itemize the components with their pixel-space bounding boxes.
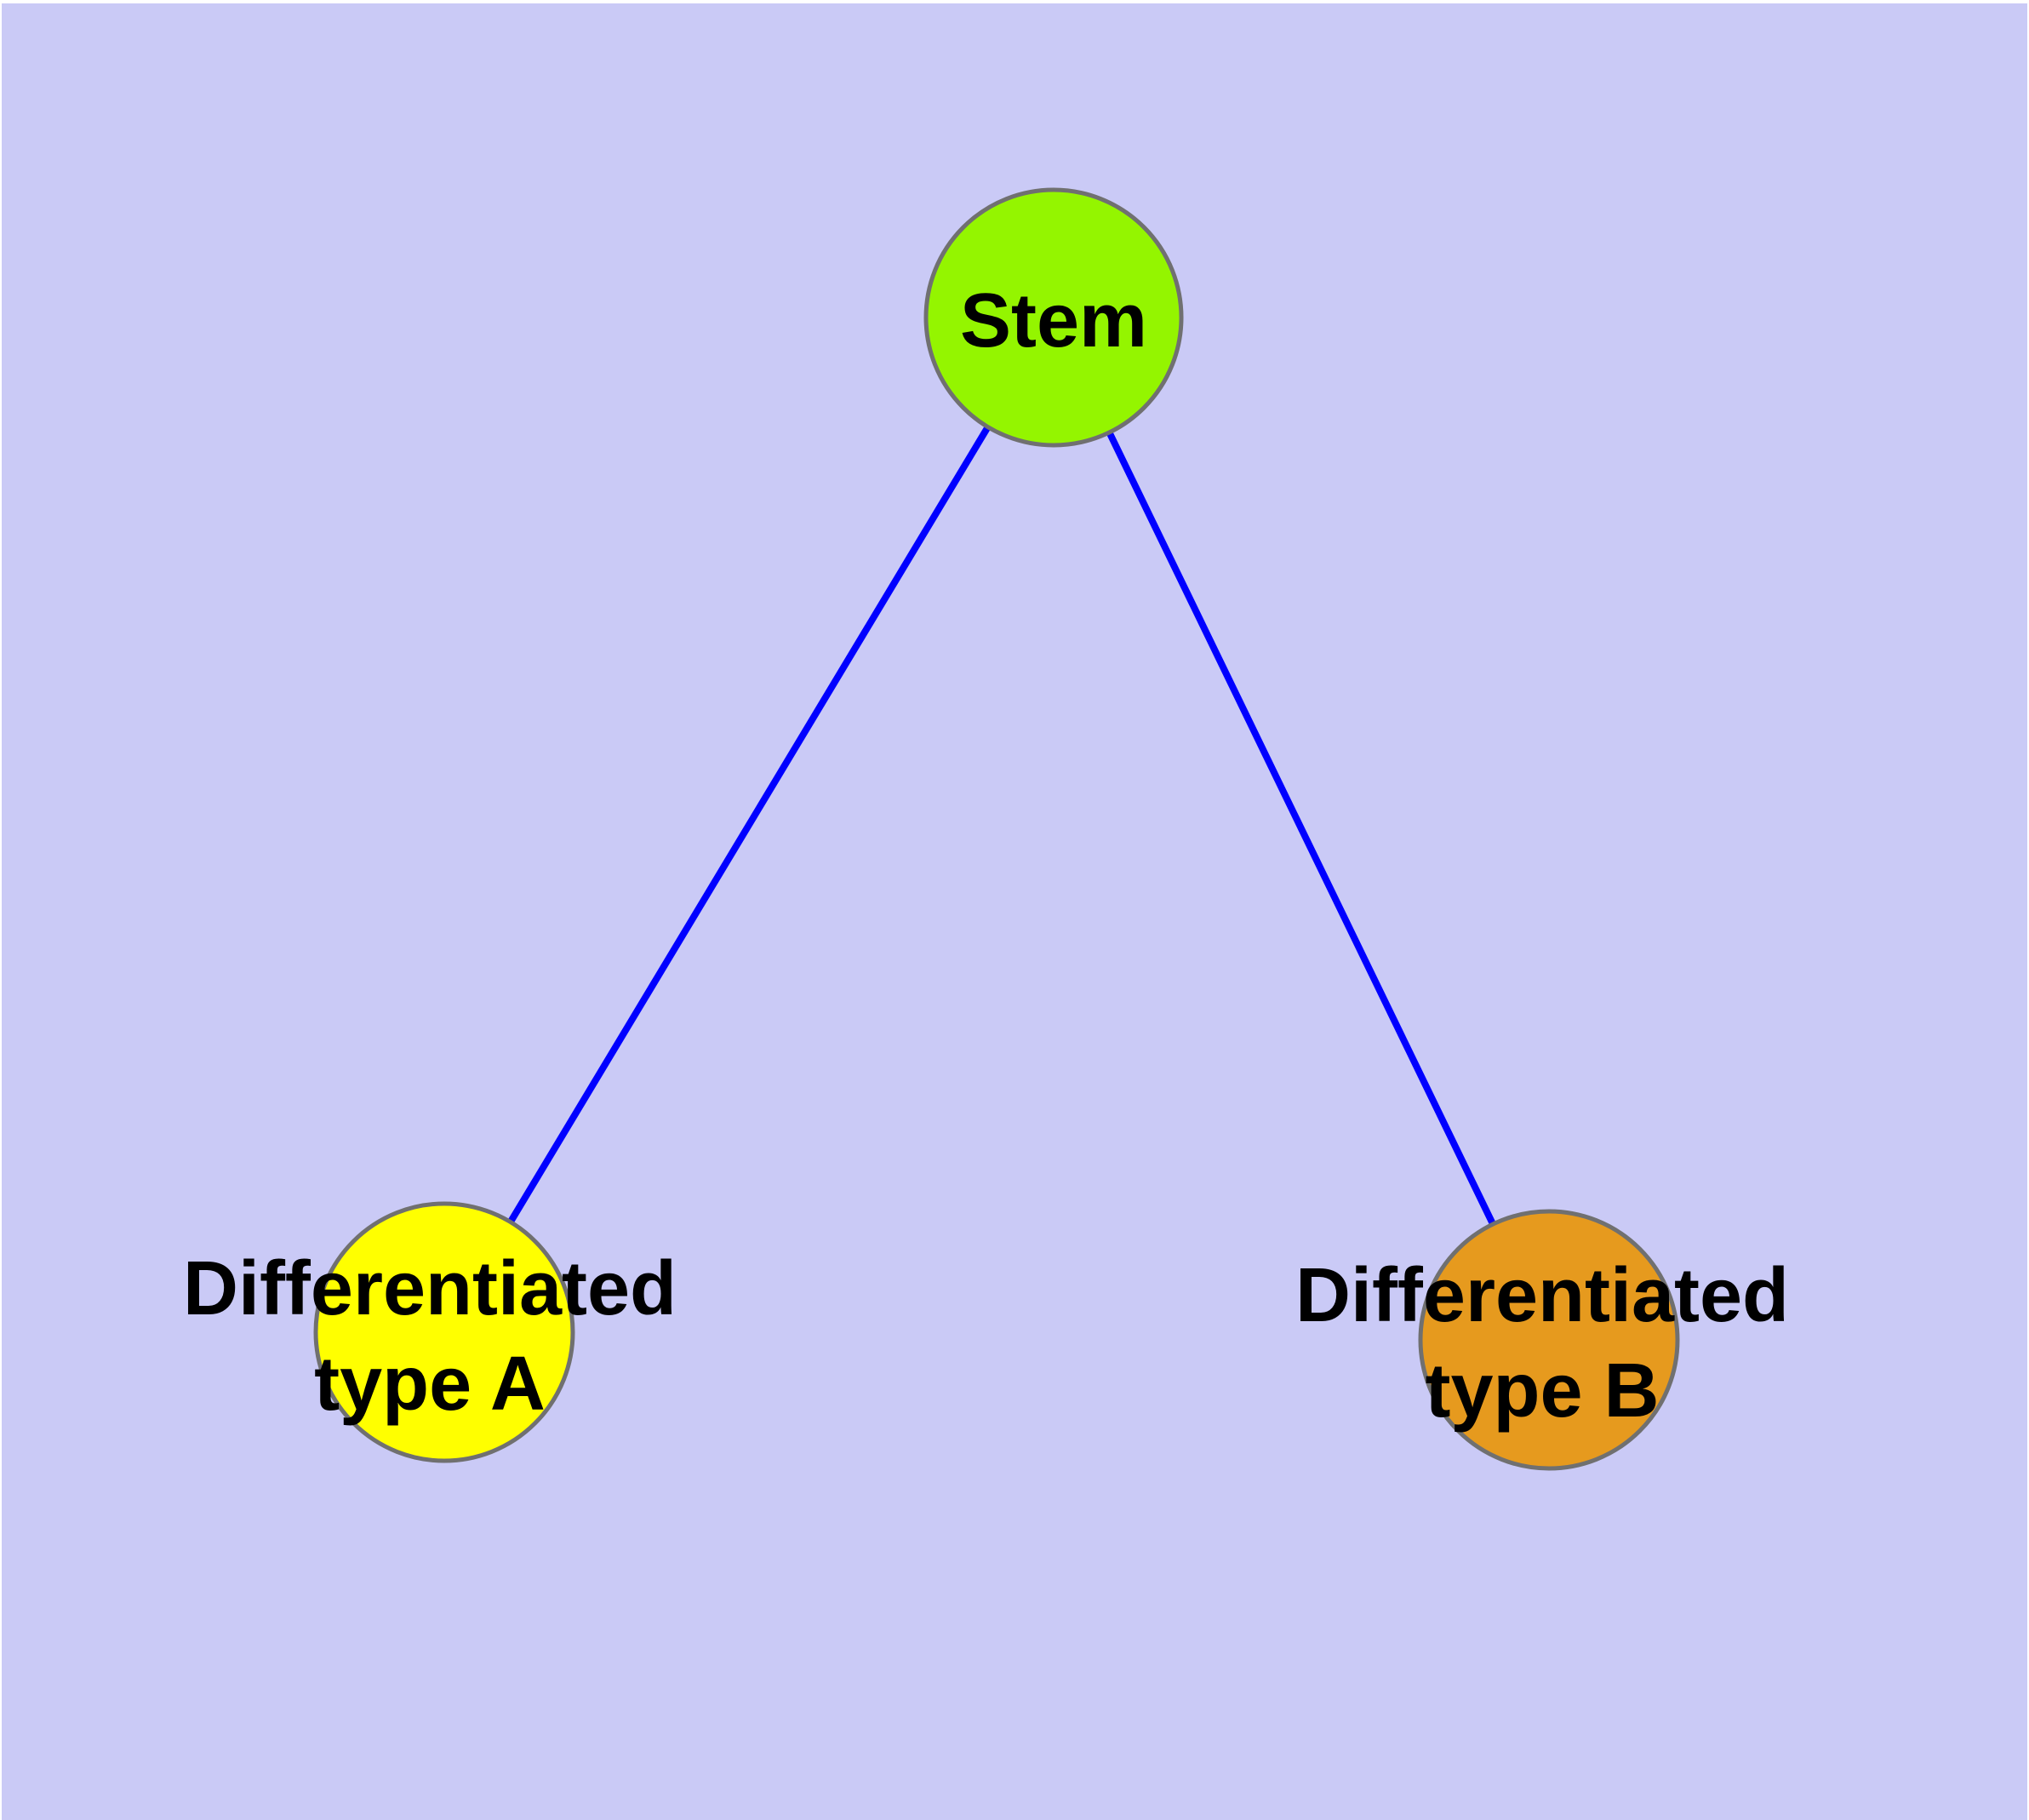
node-differentiated-type-a	[313, 1201, 575, 1463]
node-label-type-a-line2: type A	[314, 1342, 546, 1427]
node-label-stem: Stem	[960, 278, 1147, 363]
edge-stem-to-type-b	[1050, 316, 1552, 1342]
node-label-type-b-line2: type B	[1425, 1348, 1659, 1434]
node-differentiated-type-b	[1418, 1209, 1680, 1471]
node-label-type-a-line1: Differentiated	[183, 1246, 677, 1331]
node-stem	[923, 187, 1184, 448]
node-label-type-b-line1: Differentiated	[1295, 1253, 1789, 1338]
edge-stem-to-type-a	[441, 315, 1057, 1335]
